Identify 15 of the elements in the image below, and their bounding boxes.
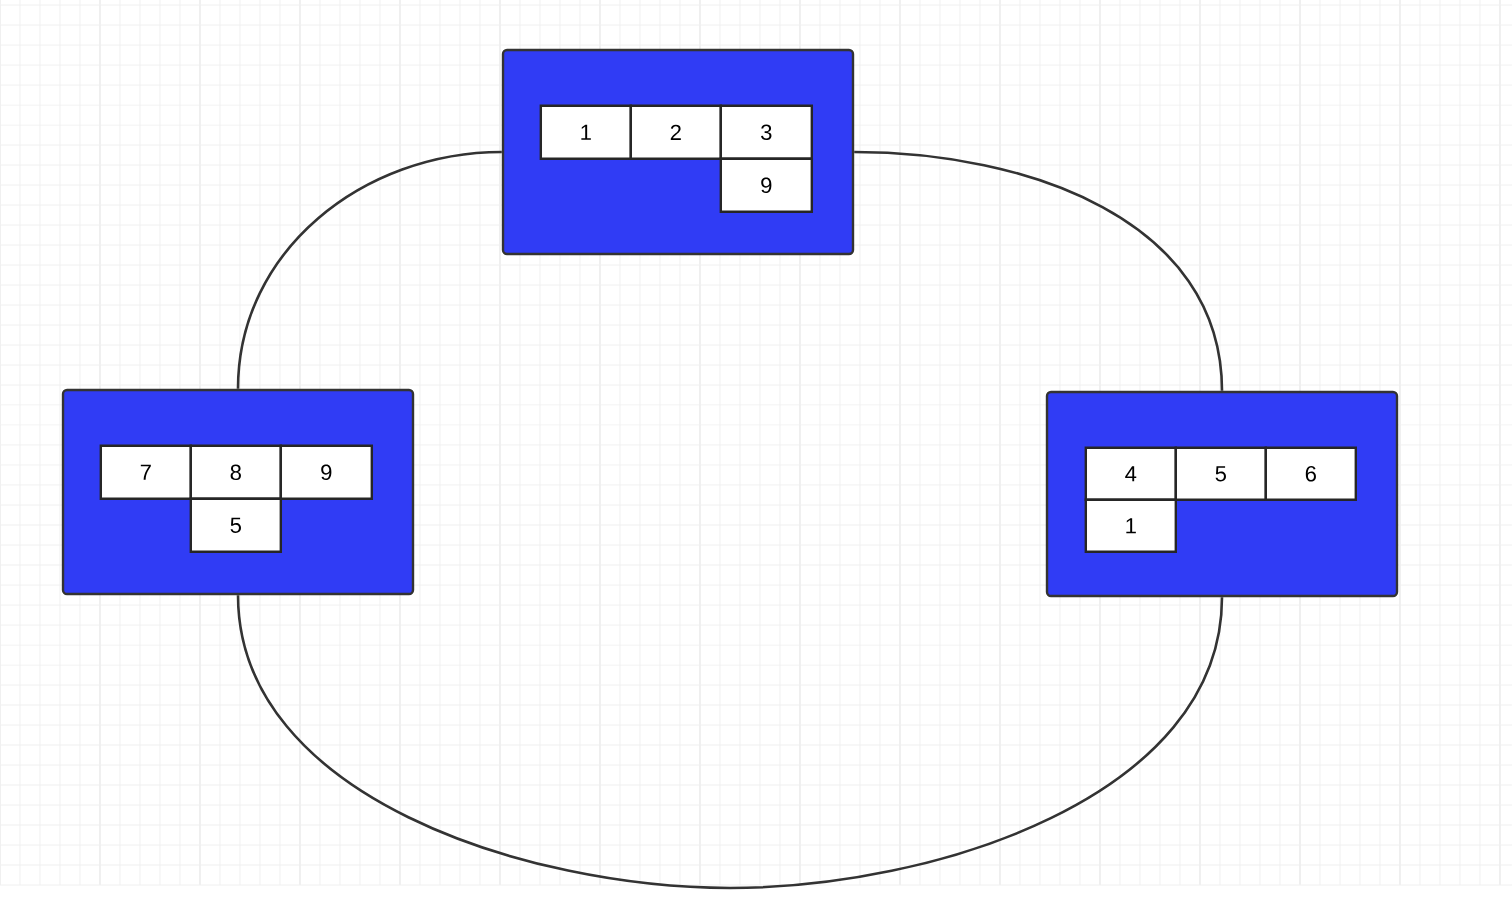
number-cell: 9 xyxy=(719,157,813,213)
number-cell: 3 xyxy=(719,104,813,160)
number-cell: 6 xyxy=(1264,446,1357,501)
number-cell: 7 xyxy=(99,444,192,500)
number-cell: 1 xyxy=(539,104,632,160)
connector-curve xyxy=(854,150,1224,391)
number-cell: 2 xyxy=(629,104,722,160)
number-cell: 9 xyxy=(279,444,373,500)
number-cell: 8 xyxy=(189,444,282,500)
number-cell: 5 xyxy=(189,497,282,553)
connector-curve xyxy=(236,150,502,389)
number-cell: 1 xyxy=(1084,498,1177,553)
number-cell: 4 xyxy=(1084,446,1177,501)
number-cell: 5 xyxy=(1174,446,1267,501)
connector-curve xyxy=(236,595,1224,890)
